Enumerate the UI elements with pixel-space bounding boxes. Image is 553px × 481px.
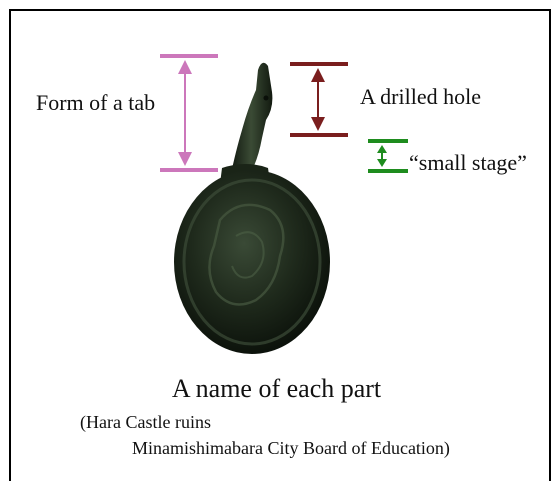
drilled-hole-spot [264,96,269,101]
stage-marker [368,141,408,171]
tab-label: Form of a tab [36,90,155,116]
stage-label: “small stage” [409,150,527,176]
medal-artifact [174,63,330,354]
medal-tab [230,63,272,178]
medal-body [174,170,330,354]
caption-source-line2: Minamishimabara City Board of Education) [132,438,450,459]
hole-label: A drilled hole [360,84,481,110]
caption-source-line1: (Hara Castle ruins [80,412,211,433]
tab-marker [160,56,218,170]
caption-title: A name of each part [0,374,553,404]
hole-marker [290,64,348,135]
